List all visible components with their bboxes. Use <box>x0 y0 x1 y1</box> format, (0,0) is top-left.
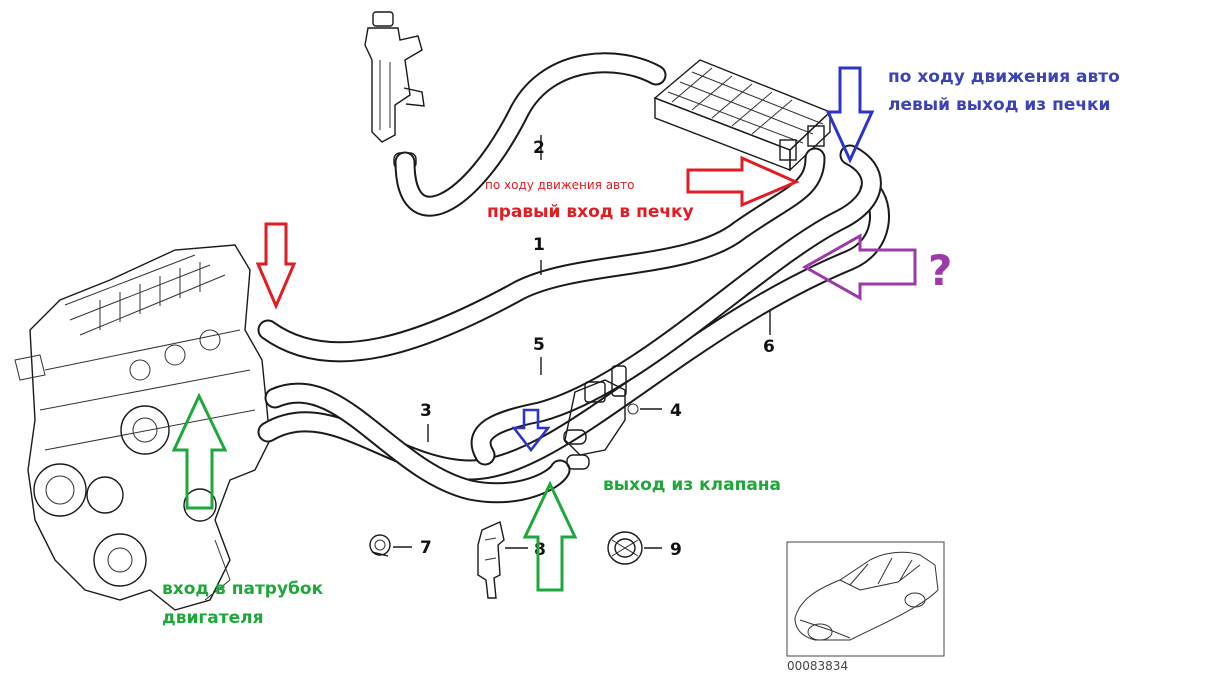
engine-inlet-note-line2: двигателя <box>162 608 264 628</box>
hose-clamp-9-illustration <box>607 531 643 565</box>
coolant-valve-illustration <box>563 365 639 470</box>
hoses <box>257 52 890 504</box>
engine-inlet-note-line1: вход в патрубок <box>162 579 324 599</box>
small-blue-down-arrow-icon <box>511 408 551 453</box>
engine-block-illustration <box>14 244 271 611</box>
part-number-6: 6 <box>763 337 775 357</box>
left-outlet-note-line1: по ходу движения авто <box>888 67 1120 87</box>
catalog-number: 00083834 <box>787 659 848 673</box>
leader-lines <box>393 135 771 549</box>
car-inset: 00083834 <box>786 541 945 673</box>
part-number-9: 9 <box>670 540 682 560</box>
red-down-arrow-icon <box>255 222 297 310</box>
part-number-7: 7 <box>420 538 432 558</box>
green-up-arrow-icon <box>171 392 228 510</box>
red-right-arrow-icon <box>686 155 800 208</box>
green-up-arrow-icon-2 <box>522 480 578 592</box>
part-number-8: 8 <box>534 540 546 560</box>
part-number-1: 1 <box>533 235 545 255</box>
part-number-5: 5 <box>533 335 545 355</box>
hose-bracket-8-illustration <box>477 521 505 599</box>
valve-outlet-note: выход из клапана <box>603 475 781 495</box>
part-number-3: 3 <box>420 401 432 421</box>
right-inlet-note-bold: правый вход в печку <box>487 202 694 222</box>
right-inlet-note-small: по ходу движения авто <box>485 178 634 192</box>
hose-clamp-7-illustration <box>369 534 391 557</box>
part-number-2: 2 <box>533 138 545 158</box>
car-inset-frame <box>786 541 945 657</box>
left-outlet-note-line2: левый выход из печки <box>888 95 1110 115</box>
car-silhouette-icon <box>794 551 939 641</box>
blue-down-arrow-icon <box>825 66 875 164</box>
question-mark: ? <box>928 246 952 295</box>
part-numbers: 1 2 3 4 5 6 7 8 9 <box>420 138 775 560</box>
part-number-4: 4 <box>670 401 682 421</box>
heater-core-illustration <box>653 59 832 172</box>
purple-left-arrow-icon <box>801 233 917 301</box>
expansion-tank-illustration <box>364 11 425 170</box>
